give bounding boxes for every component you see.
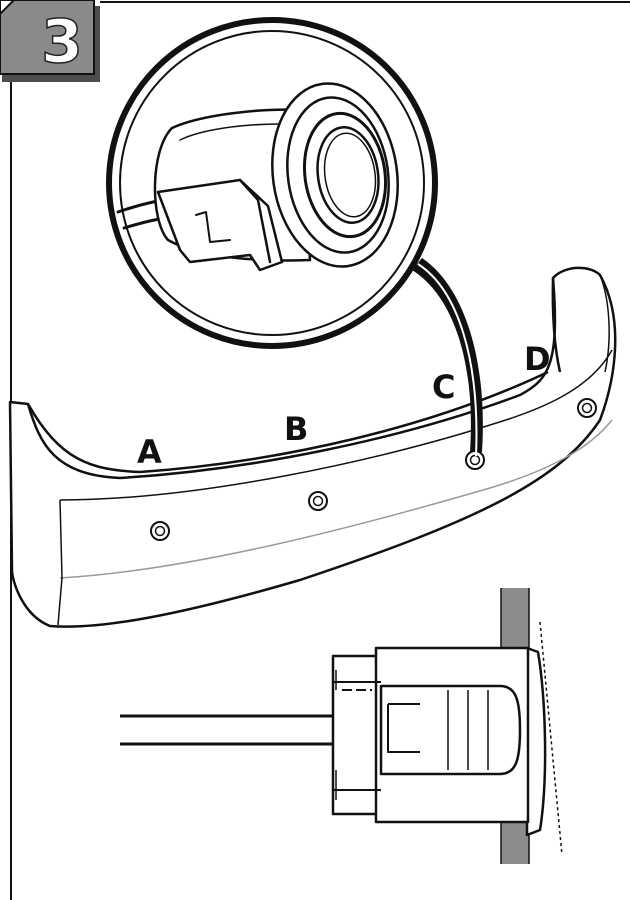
sensor-hole-c [465, 450, 485, 470]
callout-leader [412, 258, 483, 457]
sensor-connector-icon [120, 646, 547, 837]
sensor-label-d: D [524, 340, 551, 378]
sensor-hole-a [150, 521, 170, 541]
sensor-label-b: B [284, 410, 308, 448]
step-badge: 3 [0, 0, 100, 82]
parking-sensor-icon [116, 82, 399, 272]
sensor-label-a: A [137, 433, 162, 471]
sensor-hole-d [577, 398, 597, 418]
sensor-hole-b [308, 491, 328, 511]
step-number: 3 [41, 7, 83, 77]
sensor-label-c: C [432, 368, 455, 406]
